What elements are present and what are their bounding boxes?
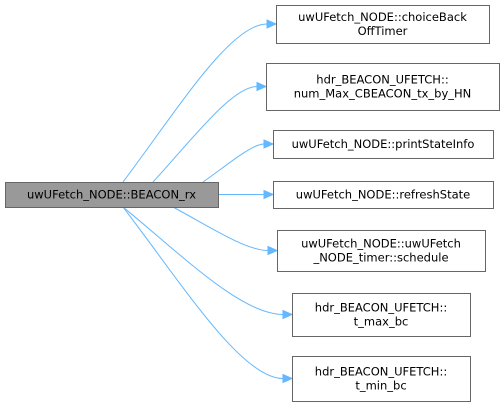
node-label-line: OffTimer bbox=[358, 24, 408, 38]
arrow-head-icon bbox=[263, 139, 275, 149]
call-edge bbox=[122, 206, 284, 379]
node-box bbox=[5, 182, 219, 208]
arrow-head-icon bbox=[266, 19, 278, 29]
arrow-head-icon bbox=[282, 309, 294, 320]
arrow-head-icon bbox=[267, 245, 279, 256]
node-label-line: num_Max_CBEACON_tx_by_HN bbox=[294, 87, 472, 101]
node-label-line: hdr_BEACON_UFETCH:: bbox=[315, 301, 447, 315]
call-edge bbox=[202, 143, 265, 183]
callee-node[interactable]: hdr_BEACON_UFETCH::t_max_bc bbox=[292, 293, 471, 337]
node-label-line: t_min_bc bbox=[355, 379, 406, 393]
edges-layer bbox=[122, 19, 294, 384]
root-function-node[interactable]: uwUFetch_NODE::BEACON_rx bbox=[5, 182, 219, 208]
node-label-line: uwUFetch_NODE::uwUFetch bbox=[301, 237, 461, 251]
node-label-line: hdr_BEACON_UFETCH:: bbox=[315, 365, 447, 379]
node-label-line: uwUFetch_NODE::printStateInfo bbox=[292, 137, 475, 151]
node-label-line: uwUFetch_NODE::choiceBack bbox=[298, 10, 467, 24]
callee-node[interactable]: hdr_BEACON_UFETCH::num_Max_CBEACON_tx_by… bbox=[266, 63, 500, 111]
node-box bbox=[273, 181, 494, 209]
node-box bbox=[276, 5, 490, 44]
node-box bbox=[273, 130, 494, 159]
arrow-head-icon bbox=[263, 189, 275, 200]
nodes-layer: uwUFetch_NODE::BEACON_rx uwUFetch_NODE::c… bbox=[5, 5, 500, 402]
node-label-line: hdr_BEACON_UFETCH:: bbox=[316, 73, 448, 87]
node-label-line: t_max_bc bbox=[354, 315, 409, 329]
node-box bbox=[292, 356, 471, 402]
node-box bbox=[277, 230, 486, 272]
node-label-line: _NODE_timer::schedule bbox=[312, 251, 448, 265]
node-box bbox=[266, 63, 500, 111]
node-label-line: uwUFetch_NODE::BEACON_rx bbox=[27, 188, 196, 202]
call-edge bbox=[152, 86, 258, 183]
arrow-head-icon bbox=[282, 373, 294, 384]
call-edge bbox=[122, 206, 284, 315]
callee-node[interactable]: hdr_BEACON_UFETCH::t_min_bc bbox=[292, 356, 471, 402]
callee-node[interactable]: uwUFetch_NODE::uwUFetch_NODE_timer::sche… bbox=[277, 230, 486, 272]
call-edge bbox=[172, 206, 269, 251]
callee-node[interactable]: uwUFetch_NODE::printStateInfo bbox=[273, 130, 494, 159]
arrow-head-icon bbox=[256, 81, 268, 92]
call-edge bbox=[122, 23, 268, 183]
callee-node[interactable]: uwUFetch_NODE::refreshState bbox=[273, 181, 494, 209]
node-label-line: uwUFetch_NODE::refreshState bbox=[296, 188, 470, 202]
node-box bbox=[292, 293, 471, 337]
